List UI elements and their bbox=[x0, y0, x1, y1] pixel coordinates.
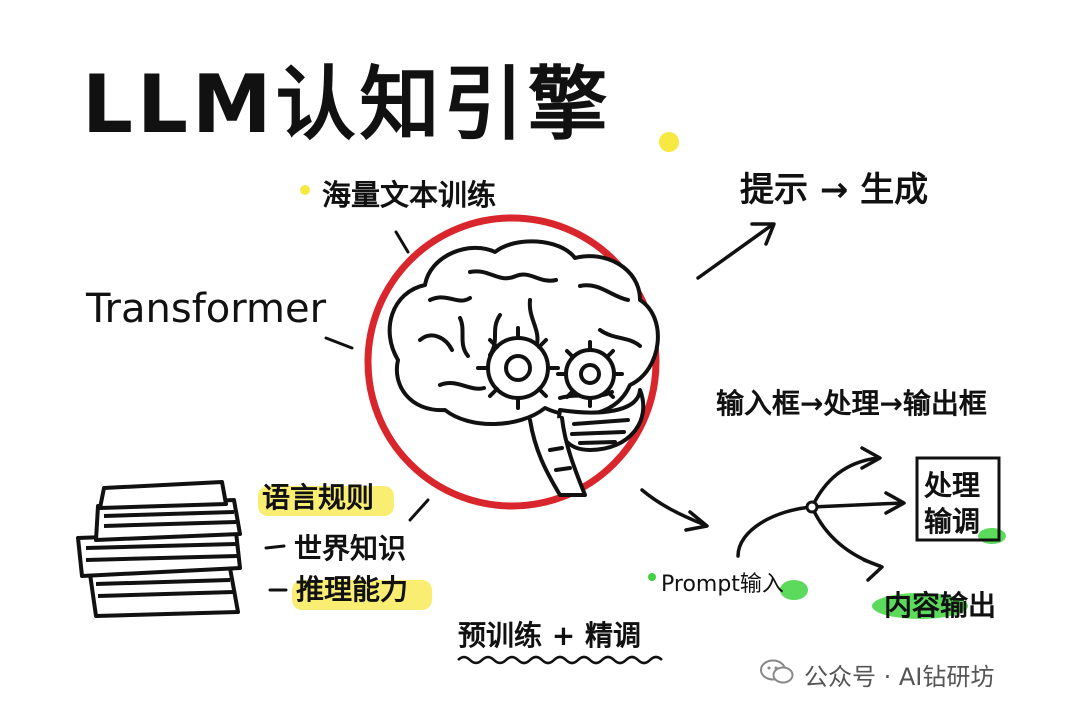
brain-circle bbox=[364, 214, 660, 510]
flow-branch-mid-head bbox=[884, 491, 906, 515]
flow-branch-down bbox=[810, 505, 882, 568]
yellow-dot-title bbox=[659, 132, 679, 152]
yellow-dot-training bbox=[300, 185, 310, 195]
highlight-prompt-input bbox=[780, 580, 808, 600]
label-prompt-input: Prompt输入 bbox=[661, 572, 784, 597]
highlight-content-output bbox=[872, 593, 968, 619]
label-prompt-generation: 提示 → 生成 bbox=[740, 170, 929, 210]
dash-world bbox=[264, 544, 286, 550]
page-title: LLM认知引擎 bbox=[82, 58, 612, 151]
label-language-rules: 语言规则 bbox=[262, 481, 375, 514]
highlight-process-box bbox=[978, 528, 1006, 544]
label-transformer: Transformer bbox=[86, 286, 327, 332]
watermark-text: 公众号 · AI钻研坊 bbox=[804, 663, 995, 691]
connector-training bbox=[394, 230, 410, 254]
label-reasoning: 推理能力 bbox=[296, 573, 409, 606]
arrow-to-generation bbox=[696, 223, 774, 280]
process-box bbox=[915, 456, 1001, 542]
flow-node bbox=[805, 500, 819, 514]
label-content-output: 内容输出 bbox=[884, 589, 997, 622]
label-io-flow: 输入框→处理→输出框 bbox=[716, 387, 987, 420]
connector-transformer bbox=[324, 336, 354, 350]
label-process-line1: 处理 bbox=[924, 469, 981, 502]
gear-icon bbox=[556, 340, 624, 408]
arrow-to-prompt bbox=[640, 488, 707, 527]
flow-branch-down-head bbox=[862, 558, 884, 582]
highlight-reasoning bbox=[292, 580, 432, 610]
flow-branch-mid bbox=[810, 501, 904, 509]
wechat-icon bbox=[760, 659, 794, 684]
arrow-to-prompt-head bbox=[684, 510, 709, 532]
green-dot-prompt bbox=[648, 573, 656, 581]
highlight-language-rules bbox=[258, 486, 394, 516]
arrow-to-generation-head bbox=[750, 222, 776, 246]
gear-icon bbox=[476, 326, 560, 410]
connector-knowledge bbox=[408, 498, 430, 522]
label-process-line2: 输调 bbox=[924, 505, 981, 538]
wavy-underline bbox=[457, 655, 663, 665]
books-icon bbox=[76, 480, 242, 618]
label-pretrain-finetune: 预训练 + 精调 bbox=[458, 619, 641, 652]
flow-branch-up bbox=[810, 456, 880, 509]
label-training: 海量文本训练 bbox=[322, 178, 497, 212]
label-world-knowledge: 世界知识 bbox=[294, 532, 407, 565]
flow-trunk bbox=[736, 505, 814, 558]
flow-branch-up-head bbox=[860, 446, 882, 470]
